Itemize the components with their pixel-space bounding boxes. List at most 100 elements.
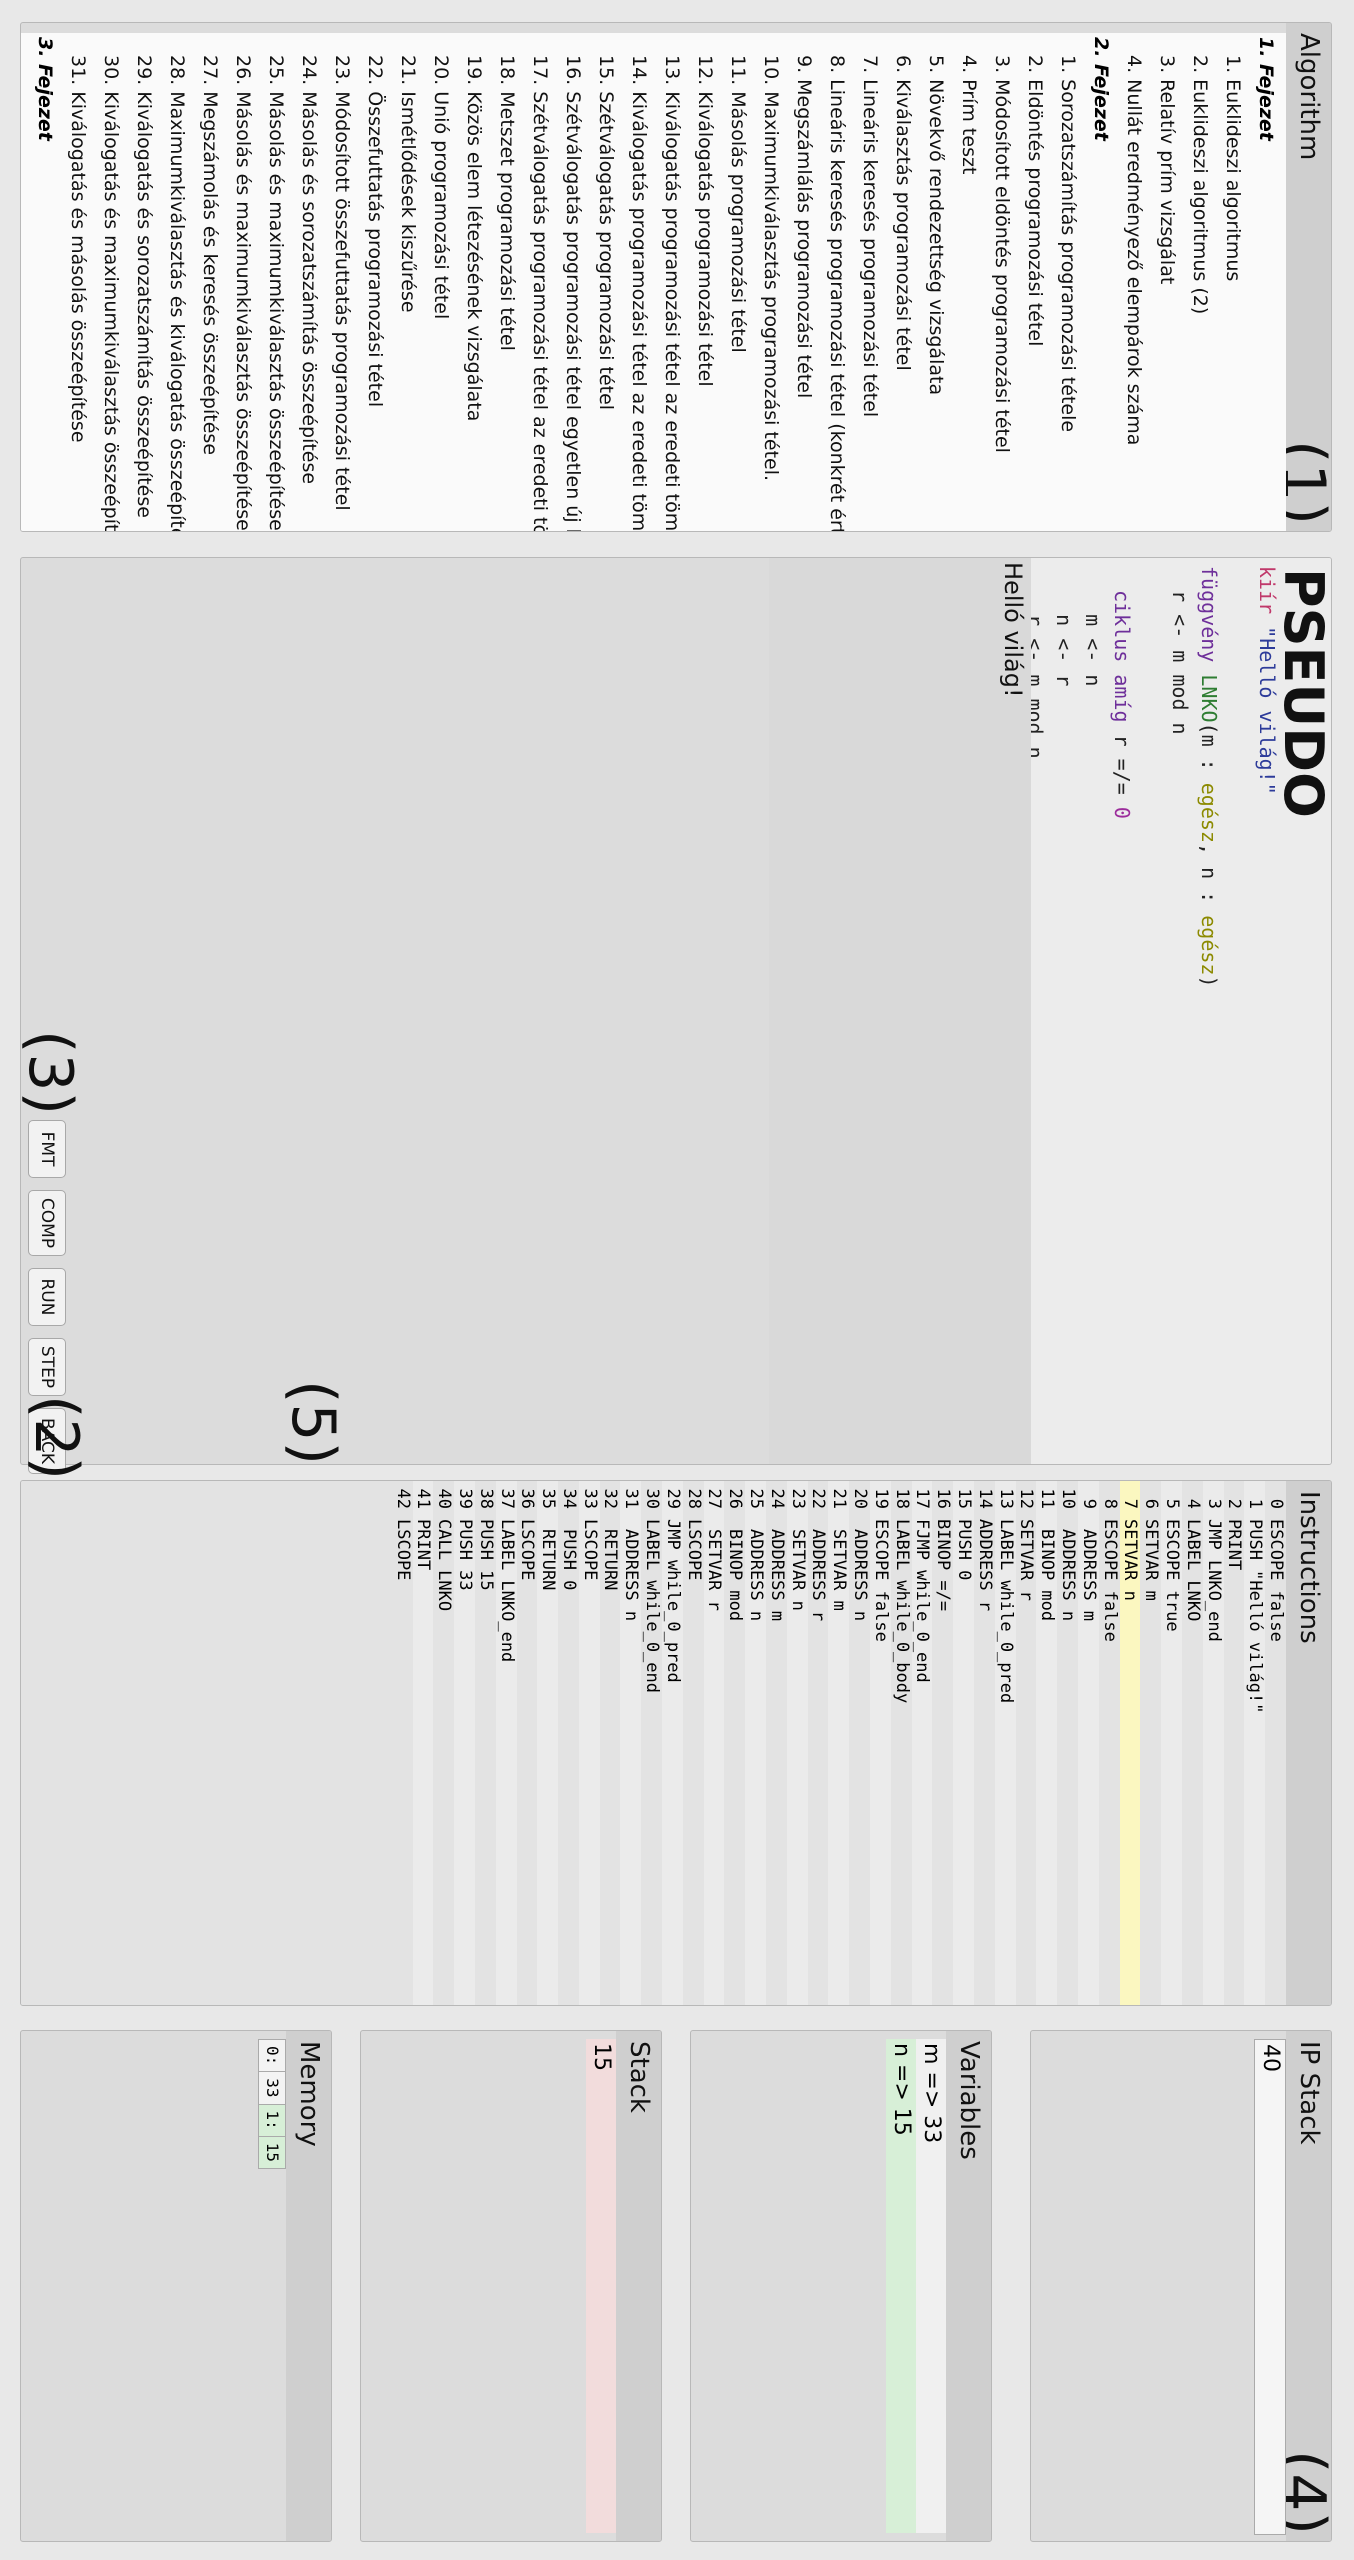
instruction-index: 23 (787, 1488, 808, 1509)
instruction-text: ESCOPE true (1162, 1519, 1183, 1632)
comp-button[interactable]: COMP (28, 1190, 66, 1256)
algorithm-item[interactable]: 16. Szétválogatás programozási tétel egy… (562, 55, 584, 531)
instruction-row[interactable]: 3JMP LNKO_end (1202, 1481, 1224, 2005)
algorithm-item[interactable]: 21. Ismétlődések kiszűrése (397, 55, 419, 313)
run-button[interactable]: RUN (28, 1268, 66, 1326)
instruction-row[interactable]: 11BINOP mod (1036, 1481, 1058, 2005)
instruction-row[interactable]: 42LSCOPE (392, 1481, 413, 2005)
fmt-button[interactable]: FMT (28, 1120, 66, 1178)
algorithm-item[interactable]: 2. Euklideszi algoritmus (2) (1189, 55, 1211, 315)
algorithm-item[interactable]: 30. Kiválogatás és maximumkiválasztás ös… (100, 55, 122, 531)
instruction-row[interactable]: 2PRINT (1224, 1481, 1244, 2005)
algorithm-item[interactable]: 19. Közös elem létezésének vizsgálata (463, 55, 485, 422)
algorithm-item[interactable]: 12. Kiválogatás programozási tétel (694, 55, 716, 387)
editor-title: PSEUDO (1272, 568, 1332, 818)
instruction-row[interactable]: 35RETURN (537, 1481, 559, 2005)
instruction-row[interactable]: 39PUSH 33 (454, 1481, 475, 2005)
instruction-row[interactable]: 22ADDRESS r (808, 1481, 828, 2005)
algorithm-item[interactable]: 4. Prím teszt (958, 55, 980, 175)
instruction-text: SETVAR m (829, 1529, 850, 1611)
instruction-row[interactable]: 28LSCOPE (683, 1481, 704, 2005)
instruction-row[interactable]: 26BINOP mod (724, 1481, 745, 2005)
instruction-row[interactable]: 20ADDRESS n (849, 1481, 870, 2005)
instruction-row[interactable]: 13LABEL while_0_pred (994, 1481, 1016, 2005)
step-button[interactable]: STEP (28, 1338, 66, 1396)
algorithm-item[interactable]: 4. Nullát eredményező elempárok száma (1123, 55, 1145, 446)
instruction-text: RETURN (600, 1529, 621, 1591)
instruction-row[interactable]: 9ADDRESS m (1078, 1481, 1099, 2005)
panel-number-5: (5) (278, 1380, 348, 1465)
instruction-row[interactable]: 23SETVAR n (786, 1481, 808, 2005)
algorithm-item[interactable]: 15. Szétválogatás programozási tétel (595, 55, 617, 411)
instruction-row[interactable]: 25ADDRESS n (745, 1481, 767, 2005)
instruction-row[interactable]: 37LABEL LNKO_end (495, 1481, 517, 2005)
instruction-index: 33 (579, 1488, 600, 1509)
instruction-row[interactable]: 18LABEL while_0_body (891, 1481, 912, 2005)
algorithm-item[interactable]: 1. Sorozatszámítás programozási tétele (1057, 55, 1079, 433)
instruction-row[interactable]: 40CALL LNKO (433, 1481, 454, 2005)
instruction-row[interactable]: 19ESCOPE false (870, 1481, 891, 2005)
algorithm-item[interactable]: 10. Maximumkiválasztás programozási téte… (760, 55, 782, 482)
instruction-row[interactable]: 15PUSH 0 (953, 1481, 975, 2005)
algorithm-item[interactable]: 3. Módosított eldöntés programozási téte… (991, 55, 1013, 453)
instruction-row[interactable]: 16BINOP =/= (932, 1481, 953, 2005)
algorithm-item[interactable]: 24. Másolás és sorozatszámítás összeépít… (298, 55, 320, 485)
algorithm-item[interactable]: 2. Eldöntés programozási tétel (1024, 55, 1046, 347)
instruction-index: 26 (725, 1488, 746, 1509)
instruction-row[interactable]: 38PUSH 15 (475, 1481, 496, 2005)
instruction-text: JMP LNKO_end (1203, 1519, 1224, 1642)
code-editor[interactable]: PSEUDO kiír "Helló világ!" függvény LNKO… (849, 558, 1332, 1464)
algorithm-item[interactable]: 1. Euklideszi algoritmus (1222, 55, 1244, 282)
algorithm-item[interactable]: 3. Relatív prím vizsgálat (1156, 55, 1178, 285)
instruction-row[interactable]: 29JMP while_0_pred (662, 1481, 683, 2005)
instruction-text: BINOP mod (1037, 1529, 1058, 1622)
algorithm-item[interactable]: 20. Unió programozási tétel (430, 55, 452, 320)
instruction-row[interactable]: 21SETVAR m (828, 1481, 850, 2005)
algorithm-item[interactable]: 11. Másolás programozási tétel (727, 55, 749, 353)
instruction-row[interactable]: 6SETVAR m (1140, 1481, 1161, 2005)
instruction-row[interactable]: 0ESCOPE false (1265, 1481, 1286, 2005)
algorithm-item[interactable]: 6. Kiválasztás programozási tétel (892, 55, 914, 371)
algorithm-item[interactable]: 18. Metszet programozási tétel (496, 55, 518, 351)
algorithm-item[interactable]: 25. Másolás és maximumkiválasztás összeé… (265, 55, 287, 531)
instruction-row[interactable]: 32RETURN (600, 1481, 621, 2005)
editor-panel: PSEUDO kiír "Helló világ!" függvény LNKO… (20, 557, 1332, 1465)
algorithm-item[interactable]: 27. Megszámolás és keresés összeépítése (199, 55, 221, 456)
algorithm-item[interactable]: 5. Növekvő rendezettség vizsgálata (925, 55, 947, 396)
algorithm-item[interactable]: 14. Kiválogatás programozási tétel az er… (628, 55, 650, 531)
algorithm-item[interactable]: 29. Kiválogatás és sorozatszámítás össze… (133, 55, 155, 518)
algorithm-item[interactable]: 22. Összefuttatás programozási tétel (364, 55, 386, 408)
algorithm-item[interactable]: 9. Megszámlálás programozási tétel (793, 55, 815, 399)
instruction-row[interactable]: 4LABEL LNKO (1182, 1481, 1203, 2005)
instruction-text: LSCOPE (683, 1519, 704, 1581)
algorithm-item[interactable]: 23. Módosított összefuttatás programozás… (331, 55, 353, 511)
algorithm-item[interactable]: 13. Kiválogatás programozási tétel az er… (661, 55, 683, 531)
algorithm-item[interactable]: 8. Lineáris keresés programozási tétel (… (826, 55, 848, 531)
instruction-row[interactable]: 12SETVAR r (1016, 1481, 1036, 2005)
instruction-index: 0 (1266, 1498, 1286, 1509)
instruction-row[interactable]: 31ADDRESS n (620, 1481, 642, 2005)
instruction-row[interactable]: 24ADDRESS m (766, 1481, 787, 2005)
instruction-row[interactable]: 33LSCOPE (578, 1481, 600, 2005)
instruction-row[interactable]: 30LABEL while_0_end (641, 1481, 662, 2005)
instruction-row[interactable]: 1PUSH "Helló világ!" (1244, 1481, 1266, 2005)
instruction-text: PUSH 33 (454, 1519, 475, 1591)
instruction-row[interactable]: 8ESCOPE false (1099, 1481, 1120, 2005)
instruction-row[interactable]: 7SETVAR n (1119, 1481, 1141, 2005)
instruction-index: 27 (704, 1488, 725, 1509)
instruction-row[interactable]: 5ESCOPE true (1161, 1481, 1183, 2005)
algorithm-item[interactable]: 31. Kiválogatás és másolás összeépítése (67, 55, 89, 443)
instruction-row[interactable]: 34PUSH 0 (558, 1481, 579, 2005)
instruction-row[interactable]: 10ADDRESS n (1057, 1481, 1078, 2005)
instruction-row[interactable]: 27SETVAR r (703, 1481, 725, 2005)
instruction-row[interactable]: 14ADDRESS r (974, 1481, 995, 2005)
algorithm-item[interactable]: 28. Maximumkiválasztás és kiválogatás ös… (166, 55, 188, 531)
algorithm-item[interactable]: 17. Szétválogatás programozási tétel az … (529, 55, 551, 531)
algorithm-item[interactable]: 26. Másolás és maximumkiválasztás összeé… (232, 55, 254, 531)
instruction-row[interactable]: 41PRINT (412, 1481, 434, 2005)
instruction-row[interactable]: 36LSCOPE (517, 1481, 537, 2005)
algorithm-item[interactable]: 7. Lineáris keresés programozási tétel (859, 55, 881, 418)
instruction-row[interactable]: 17FJMP while_0_end (911, 1481, 933, 2005)
